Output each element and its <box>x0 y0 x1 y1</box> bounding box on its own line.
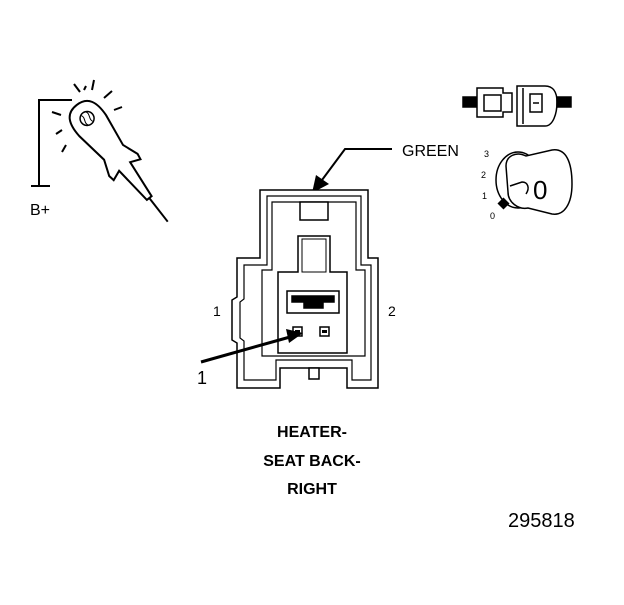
ignition-position-0: 0 <box>490 211 496 221</box>
power-label: B+ <box>30 202 51 219</box>
ignition-position-2: 2 <box>481 170 487 180</box>
pin-2-label: 2 <box>388 303 396 319</box>
test-light-probe-icon <box>31 79 169 223</box>
title-line-3: RIGHT <box>287 481 337 498</box>
ignition-position-3: 3 <box>484 149 490 159</box>
ignition-position-1: 1 <box>482 191 488 201</box>
key-position-label: 0 <box>533 175 548 205</box>
callout-label: 1 <box>197 368 208 388</box>
connector-face <box>231 189 379 389</box>
connector-pair-icon <box>462 85 572 127</box>
wire-color-label: GREEN <box>402 143 459 160</box>
green-wire-leader <box>312 148 392 193</box>
pin-callout-arrow <box>200 329 303 364</box>
ignition-switch-icon <box>495 149 573 215</box>
pin-1-label: 1 <box>213 303 221 319</box>
figure-number: 295818 <box>508 510 575 532</box>
title-line-1: HEATER- <box>277 424 347 441</box>
title-line-2: SEAT BACK- <box>263 453 361 470</box>
